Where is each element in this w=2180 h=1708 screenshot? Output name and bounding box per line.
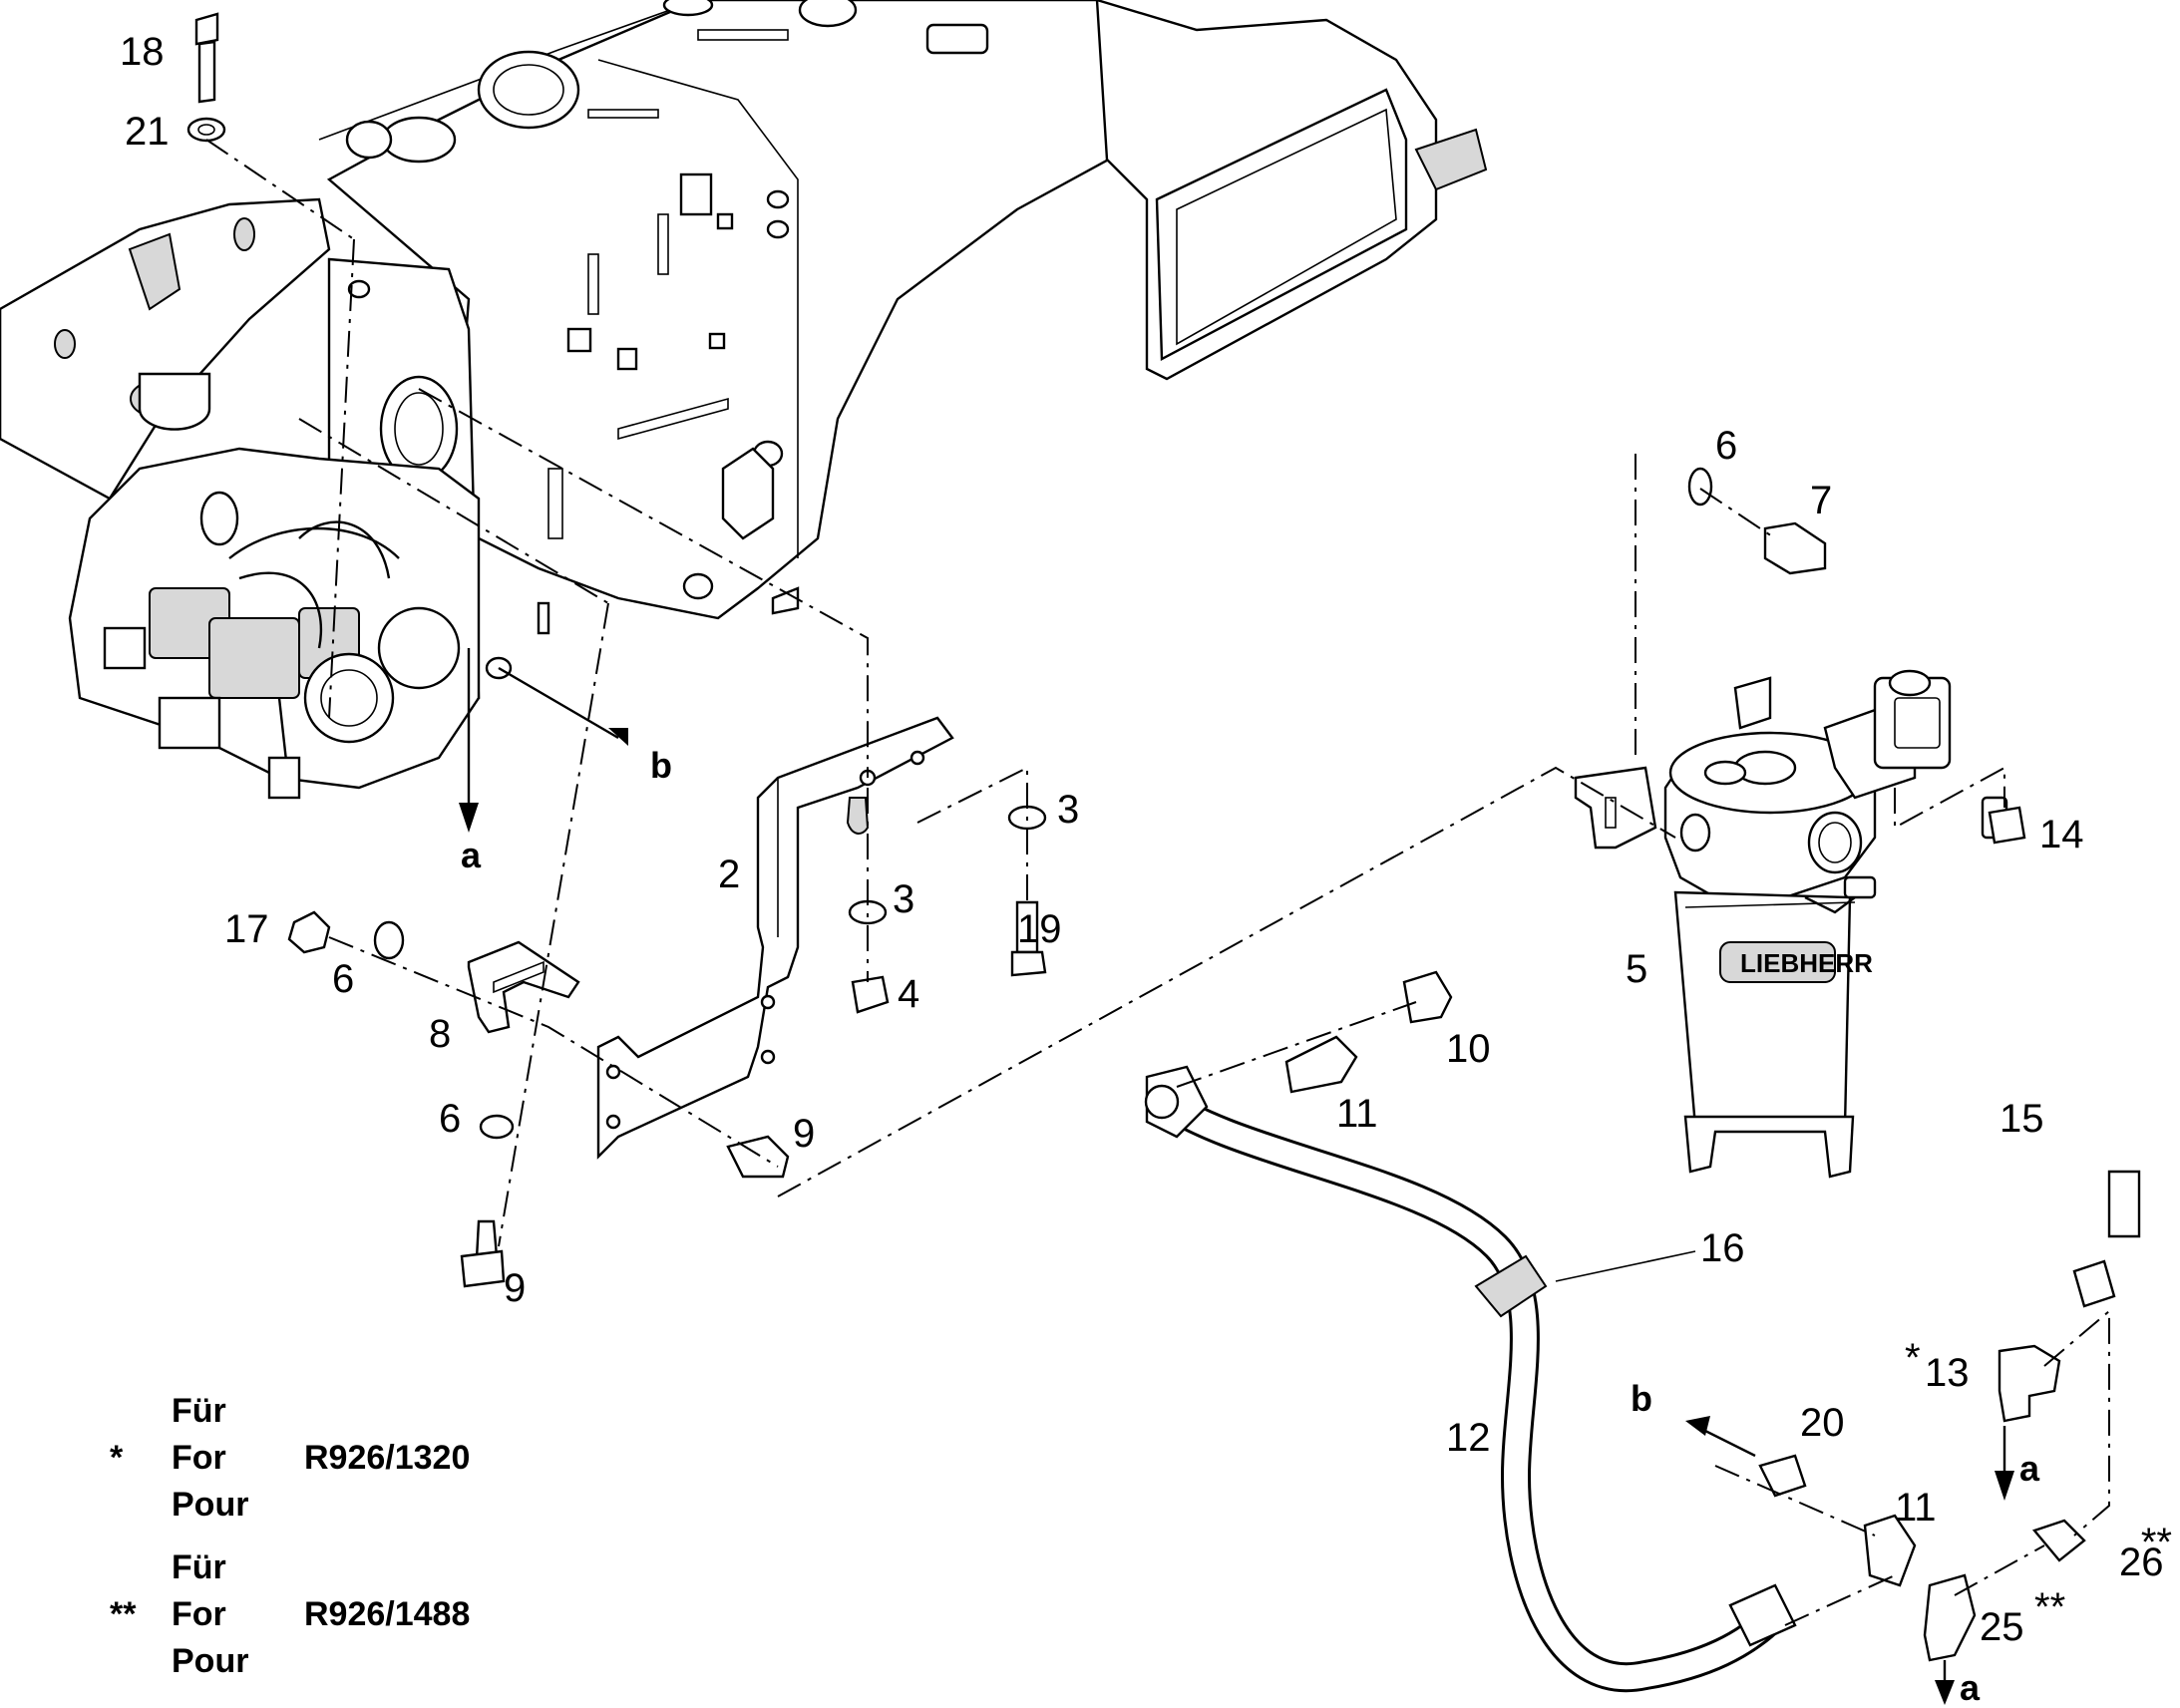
callout-9b: 9 — [504, 1266, 526, 1310]
callout-21: 21 — [125, 110, 170, 154]
legend-group1-model: R926/1320 — [304, 1439, 471, 1477]
callout-19: 19 — [1017, 907, 1062, 951]
callout-12: 12 — [1446, 1416, 1491, 1460]
hose-15 — [1981, 796, 2141, 1308]
legend-group2-fr: Pour — [172, 1642, 249, 1680]
legend-group2-mark: ** — [110, 1595, 137, 1633]
hose-12 — [1144, 1065, 1797, 1693]
fasteners — [186, 12, 2086, 1662]
legend-group2-de: Für — [172, 1548, 226, 1586]
callout-3a: 3 — [1057, 788, 1079, 832]
callout-labels: 18 21 2 3 3 4 19 17 6 8 6 9 9 6 7 5 10 1… — [120, 30, 2172, 1649]
flow-arrows — [459, 648, 2014, 1705]
callout-10: 10 — [1446, 1027, 1491, 1071]
legend-group1-de: Für — [172, 1392, 226, 1430]
legend-group1-mark: * — [110, 1439, 124, 1477]
callout-5: 5 — [1626, 947, 1647, 991]
callout-9a: 9 — [793, 1112, 815, 1156]
callout-13: 13 — [1925, 1351, 1970, 1395]
arrow-label-a1: a — [461, 835, 482, 875]
callout-7: 7 — [1810, 479, 1832, 522]
mark-25: ** — [2034, 1585, 2065, 1629]
legend-group2-en: ** For R926/1488 — [110, 1595, 471, 1633]
callout-2: 2 — [718, 853, 740, 896]
mark-26: ** — [2141, 1521, 2172, 1564]
callout-17: 17 — [224, 907, 269, 951]
callout-25: 25 — [1980, 1605, 2024, 1649]
leader-16 — [1555, 1250, 1696, 1282]
filter-brand-label: LIEBHERR — [1740, 948, 1873, 978]
callout-18: 18 — [120, 30, 165, 74]
callout-26: 26 — [2119, 1540, 2164, 1584]
arrow-label-b2: b — [1631, 1378, 1652, 1419]
callout-20: 20 — [1800, 1401, 1845, 1445]
callout-4: 4 — [898, 972, 919, 1016]
legend-group1-en: * For R926/1320 — [110, 1439, 471, 1477]
arrow-label-a3: a — [1960, 1667, 1981, 1708]
callout-15: 15 — [1999, 1097, 2044, 1141]
bracket-8 — [467, 940, 580, 1034]
callout-14: 14 — [2039, 813, 2084, 856]
arrow-labels: a b b a a — [461, 745, 2040, 1708]
hydraulic-pump-unit — [68, 447, 481, 800]
variant-legend: Für * For R926/1320 Pour Für ** For R926… — [110, 1391, 529, 1690]
mark-13: * — [1905, 1336, 1921, 1380]
callout-8: 8 — [429, 1012, 451, 1056]
arrow-label-b1: b — [650, 745, 672, 786]
legend-group1-fr: Pour — [172, 1486, 249, 1524]
callout-6b: 6 — [439, 1097, 461, 1141]
callout-16: 16 — [1700, 1226, 1745, 1270]
legend-group2-model: R926/1488 — [304, 1595, 471, 1633]
filter-assembly-5: LIEBHERR — [1574, 669, 1952, 1179]
callout-3b: 3 — [893, 877, 914, 921]
arrow-label-a2: a — [2019, 1448, 2040, 1489]
callout-11a: 11 — [1336, 1092, 1378, 1136]
callout-6c: 6 — [1715, 424, 1737, 468]
callout-11b: 11 — [1895, 1486, 1937, 1530]
callout-6a: 6 — [332, 957, 354, 1001]
reference-lines — [205, 139, 2110, 1626]
